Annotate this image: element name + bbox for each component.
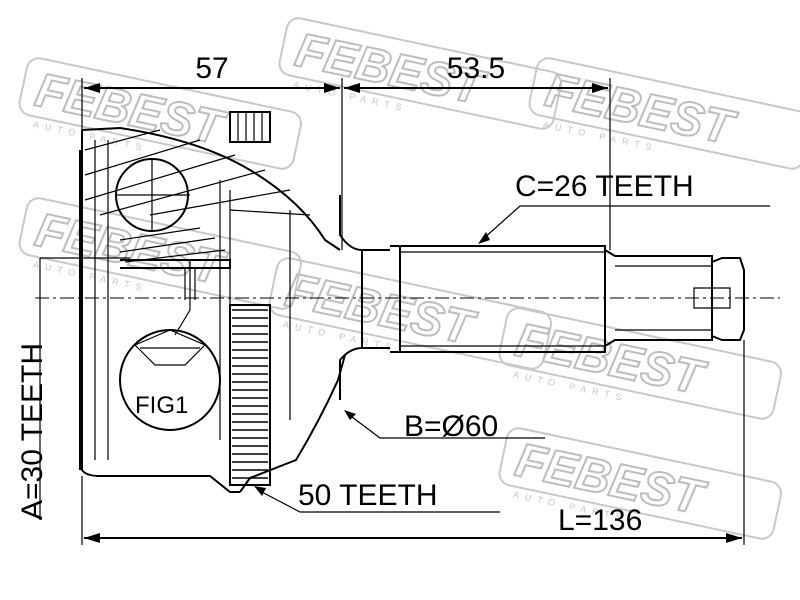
dim-shaft-length: 53.5: [447, 52, 505, 85]
hatch-top: [84, 129, 311, 216]
dim-housing-length: 57: [195, 52, 228, 85]
watermark-layer: FEBEST AUTO PARTS FEBEST AUTO PARTS FEBE…: [18, 17, 800, 540]
extension-lines: [39, 78, 745, 545]
abs-ring-teeth: [232, 309, 268, 479]
label-fig1: FIG1: [135, 392, 188, 419]
watermark-2: FEBEST AUTO PARTS: [278, 17, 563, 130]
watermark-3: FEBEST AUTO PARTS: [528, 57, 800, 170]
watermark-6: FEBEST AUTO PARTS: [498, 307, 783, 420]
watermark-1: FEBEST AUTO PARTS: [18, 57, 303, 170]
label-seal-diameter: B=Ø60: [404, 410, 498, 443]
label-outer-spline: C=26 TEETH: [515, 170, 694, 203]
leader-lines: [174, 205, 770, 513]
dim-total-length: L=136: [558, 504, 642, 537]
stub-shaft: [339, 195, 745, 400]
dimension-lines: [79, 83, 742, 543]
label-abs-ring: 50 TEETH: [298, 479, 438, 512]
abs-ring: [229, 111, 271, 486]
outer-housing: [81, 126, 346, 493]
label-inner-spline: A=30 TEETH: [16, 343, 49, 520]
